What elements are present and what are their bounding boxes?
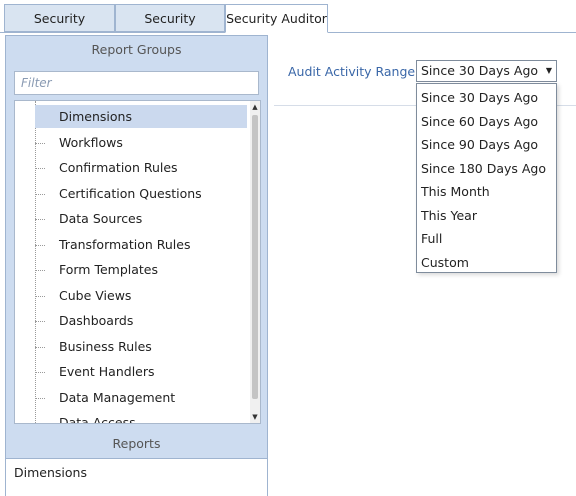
tree-connector (35, 295, 45, 297)
tree-connector (35, 346, 45, 348)
scroll-up-icon[interactable]: ▲ (252, 103, 258, 111)
tree-item-event-handlers[interactable]: Event Handlers (59, 364, 155, 379)
audit-range-select[interactable]: Since 30 Days Ago ▼ (416, 60, 557, 82)
report-item-dimensions[interactable]: Dimensions (14, 465, 87, 480)
tree-item-dimensions[interactable]: Dimensions (35, 105, 247, 128)
tree-item-data-management[interactable]: Data Management (59, 389, 176, 405)
reports-list: Dimensions (6, 458, 267, 496)
report-groups-header: Report Groups (6, 36, 267, 64)
dropdown-option-custom[interactable]: Custom (421, 254, 469, 270)
audit-range-selected-value: Since 30 Days Ago (421, 63, 539, 78)
tree-guide-line (35, 101, 36, 423)
tree-connector (35, 397, 45, 399)
audit-activity-range-label: Audit Activity Range: (288, 64, 420, 79)
tree-item-transformation-rules[interactable]: Transformation Rules (59, 236, 191, 252)
tree-item-business-rules[interactable]: Business Rules (59, 338, 152, 354)
dropdown-option-since-60-days-ago[interactable]: Since 60 Days Ago (421, 113, 539, 129)
tab-security-auditor[interactable]: Security Auditor (225, 4, 328, 33)
dropdown-option-since-180-days-ago[interactable]: Since 180 Days Ago (421, 160, 546, 176)
dropdown-option-this-year[interactable]: This Year (421, 207, 477, 223)
tree-connector (35, 321, 45, 322)
tree-item-data-sources[interactable]: Data Sources (59, 211, 143, 226)
tree-connector (35, 423, 45, 424)
tree-connector (35, 219, 45, 220)
tree-connector (35, 168, 45, 169)
tree-item-form-templates[interactable]: Form Templates (59, 262, 159, 277)
tab-security-reporter[interactable]: Security Reporter (115, 4, 225, 53)
tree-connector (35, 244, 45, 246)
dropdown-option-this-month[interactable]: This Month (421, 184, 490, 199)
dropdown-option-since-30-days-ago[interactable]: Since 30 Days Ago (421, 90, 539, 105)
tree-item-dashboards[interactable]: Dashboards (59, 313, 134, 328)
reports-header: Reports (6, 430, 267, 458)
tab-bar: Security Assigner Security Reporter Secu… (0, 0, 576, 53)
tree-item-data-access[interactable]: Data Access (59, 415, 136, 424)
chevron-down-icon[interactable]: ▼ (545, 66, 552, 75)
tree-connector (35, 142, 45, 144)
dropdown-option-since-90-days-ago[interactable]: Since 90 Days Ago (421, 137, 539, 152)
tree-connector (35, 193, 45, 195)
scroll-down-icon[interactable]: ▼ (252, 413, 258, 421)
tree-item-certification-questions[interactable]: Certification Questions (59, 185, 202, 201)
tree-scrollbar[interactable]: ▲ ▼ (250, 101, 260, 423)
tree-connector (35, 372, 45, 373)
filter-input[interactable] (14, 71, 259, 95)
scroll-thumb[interactable] (252, 115, 258, 399)
tree-item-workflows[interactable]: Workflows (59, 134, 123, 150)
dropdown-option-full[interactable]: Full (421, 231, 443, 246)
left-panel: Report Groups DimensionsWorkflowsConfirm… (5, 35, 268, 496)
tab-security-assigner[interactable]: Security Assigner (4, 4, 115, 53)
tree-connector (35, 270, 45, 271)
auditor-content: Audit Activity Range: Since 30 Days Ago … (270, 33, 576, 496)
tree-item-cube-views[interactable]: Cube Views (59, 287, 132, 303)
tree-item-confirmation-rules[interactable]: Confirmation Rules (59, 160, 178, 175)
